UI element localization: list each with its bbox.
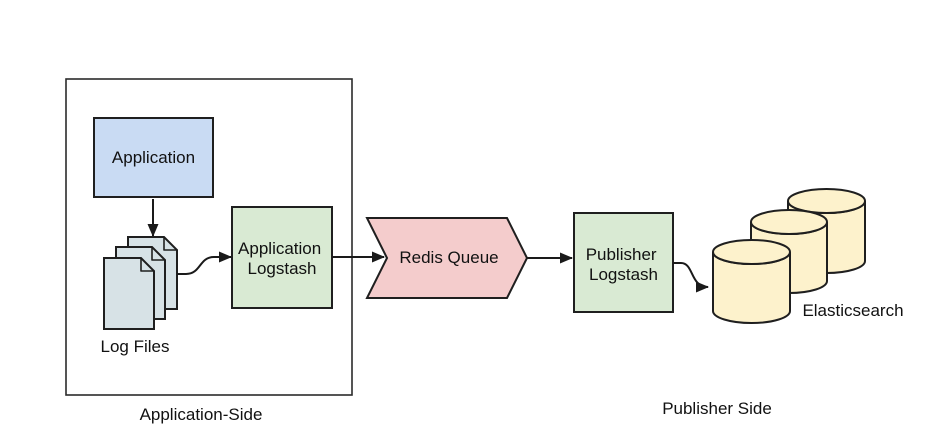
application-box — [93, 117, 214, 198]
redis-queue-label: Redis Queue — [399, 248, 498, 267]
application-logstash-line1: Application — [238, 239, 321, 258]
elasticsearch-label: Elasticsearch — [802, 301, 903, 320]
cylinder-front-top — [712, 239, 791, 265]
log-files-label: Log Files — [101, 337, 170, 356]
log-file-fold-front — [140, 258, 154, 272]
arrow-logfiles-to-app-logstash — [177, 251, 232, 275]
application-node: Application — [93, 117, 214, 198]
application-logstash-box — [231, 206, 333, 309]
application-logstash-line2: Logstash — [248, 259, 317, 278]
arrow-publisher-logstash-to-elasticsearch — [673, 262, 709, 293]
redis-queue-shape — [365, 217, 529, 299]
publisher-logstash-label: Publisher Logstash — [586, 245, 662, 284]
cylinder-middle-top — [750, 209, 828, 235]
log-file-page-front — [103, 257, 155, 330]
application-side-label: Application-Side — [140, 405, 263, 424]
log-file-fold-middle — [151, 247, 165, 261]
log-files-icon — [103, 236, 178, 330]
elasticsearch-cylinders-icon — [712, 188, 866, 324]
publisher-side-label: Publisher Side — [662, 399, 772, 418]
publisher-logstash-box — [573, 212, 674, 313]
application-logstash-node: Application Logstash — [231, 206, 333, 309]
application-logstash-label: Application Logstash — [238, 239, 326, 278]
publisher-logstash-line2: Logstash — [589, 265, 658, 284]
publisher-logstash-node: Publisher Logstash — [573, 212, 674, 313]
log-file-fold-back — [163, 237, 177, 251]
application-label: Application — [112, 148, 195, 167]
redis-queue-node: Redis Queue — [365, 217, 529, 299]
cylinder-back-top — [787, 188, 866, 214]
publisher-logstash-line1: Publisher — [586, 245, 657, 264]
cylinder-front — [712, 239, 791, 324]
